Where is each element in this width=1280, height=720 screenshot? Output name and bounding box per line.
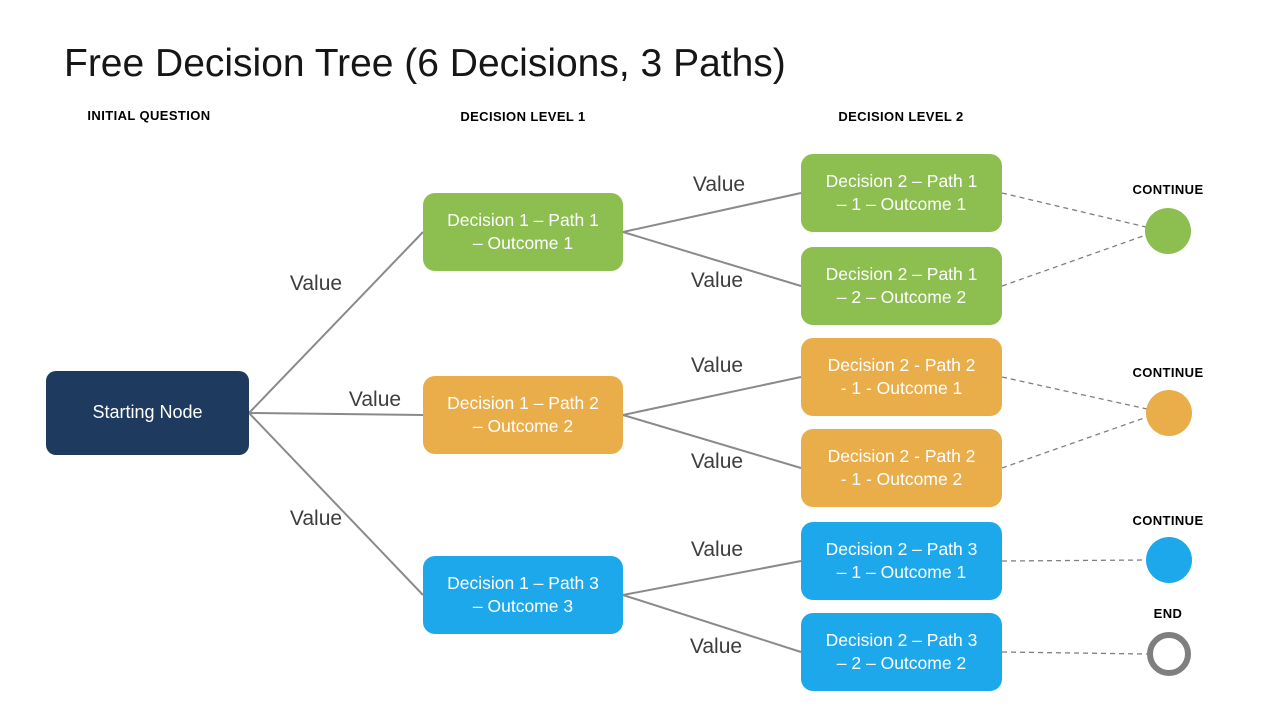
- node-decision2-path3-outcome2[interactable]: Decision 2 – Path 3 – 2 – Outcome 2: [801, 613, 1002, 691]
- continue-label-blue: CONTINUE: [1132, 513, 1204, 528]
- connector-start-to-path3: [248, 412, 424, 596]
- node-decision2-path1-outcome1[interactable]: Decision 2 – Path 1 – 1 – Outcome 1: [801, 154, 1002, 232]
- connector-path3-to-outcome2: [622, 594, 802, 653]
- node-decision2-path2-outcome1[interactable]: Decision 2 - Path 2 - 1 - Outcome 1: [801, 338, 1002, 416]
- edge-value-label: Value: [689, 635, 743, 658]
- connector-path1-to-outcome2: [622, 231, 802, 287]
- edge-value-label: Value: [289, 272, 343, 295]
- node-decision1-path3[interactable]: Decision 1 – Path 3 – Outcome 3: [423, 556, 623, 634]
- continue-dot-blue[interactable]: [1146, 537, 1192, 583]
- end-label: END: [1153, 606, 1183, 621]
- edge-value-label: Value: [348, 388, 402, 411]
- column-header-decision-level-2: DECISION LEVEL 2: [838, 109, 964, 124]
- connector-path1-to-outcome1: [622, 192, 802, 233]
- connector-start-to-path2: [248, 412, 424, 416]
- continue-dot-orange[interactable]: [1146, 390, 1192, 436]
- connector-path2-to-outcome2: [622, 414, 802, 469]
- node-decision2-path1-outcome2[interactable]: Decision 2 – Path 1 – 2 – Outcome 2: [801, 247, 1002, 325]
- dashed-connector-blue1-to-continue: [1001, 559, 1147, 562]
- connector-path3-to-outcome1: [622, 560, 802, 596]
- dashed-connector-blue2-to-end: [1001, 651, 1148, 655]
- end-ring-dot[interactable]: [1147, 632, 1191, 676]
- dashed-connector-green2-to-continue: [1001, 234, 1147, 287]
- edge-value-label: Value: [692, 173, 746, 196]
- edge-value-label: Value: [690, 269, 744, 292]
- edge-value-label: Value: [690, 538, 744, 561]
- edge-value-label: Value: [690, 450, 744, 473]
- connector-start-to-path1: [248, 231, 424, 414]
- connector-path2-to-outcome1: [622, 376, 802, 416]
- dashed-connector-orange1-to-continue: [1001, 376, 1148, 410]
- node-decision1-path2[interactable]: Decision 1 – Path 2 – Outcome 2: [423, 376, 623, 454]
- continue-label-green: CONTINUE: [1132, 182, 1204, 197]
- node-decision2-path3-outcome1[interactable]: Decision 2 – Path 3 – 1 – Outcome 1: [801, 522, 1002, 600]
- continue-dot-green[interactable]: [1145, 208, 1191, 254]
- node-starting[interactable]: Starting Node: [46, 371, 249, 455]
- continue-label-orange: CONTINUE: [1132, 365, 1204, 380]
- column-header-initial-question: INITIAL QUESTION: [87, 108, 211, 123]
- edge-value-label: Value: [289, 507, 343, 530]
- node-decision1-path1[interactable]: Decision 1 – Path 1 – Outcome 1: [423, 193, 623, 271]
- edge-value-label: Value: [690, 354, 744, 377]
- dashed-connector-green1-to-continue: [1001, 192, 1147, 228]
- dashed-connector-orange2-to-continue: [1001, 416, 1148, 469]
- node-decision2-path2-outcome2[interactable]: Decision 2 - Path 2 - 1 - Outcome 2: [801, 429, 1002, 507]
- column-header-decision-level-1: DECISION LEVEL 1: [460, 109, 586, 124]
- slide-title: Free Decision Tree (6 Decisions, 3 Paths…: [64, 42, 786, 85]
